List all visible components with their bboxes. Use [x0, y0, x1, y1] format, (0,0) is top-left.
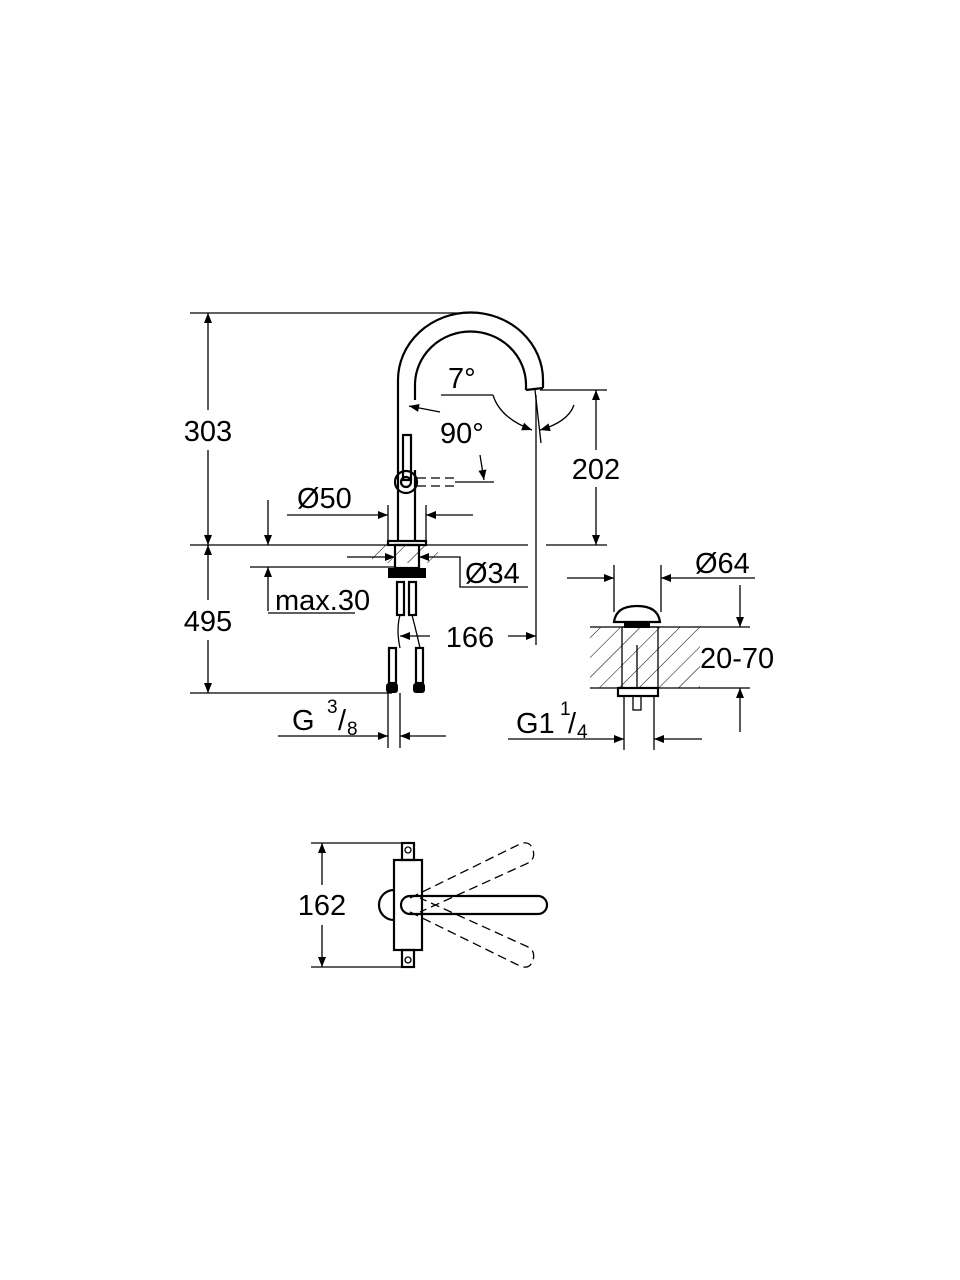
faucet-side-view: 303 495 7° 90° 202 166: [184, 311, 620, 748]
lever: [401, 433, 413, 482]
mount-tab-bottom: [400, 948, 416, 969]
hose: [411, 614, 421, 649]
hose: [397, 614, 401, 649]
lever-open-position: [417, 477, 455, 487]
lever-pivot: [393, 469, 419, 495]
dim-162-label: 162: [298, 890, 346, 922]
spout-outline: [377, 888, 395, 922]
top-view: 162: [298, 841, 549, 969]
basin-section-hatch: [590, 627, 700, 688]
drain-view: G1 1 / 4 Ø64 20-70: [508, 548, 774, 750]
threaded-stud: [395, 580, 406, 617]
dim-diameter-64-label: Ø64: [695, 548, 750, 580]
mounting-nut: [388, 568, 426, 578]
lever-alt-position-down: [409, 897, 535, 968]
drain-cap: [612, 604, 662, 624]
spout-outer: [396, 311, 545, 540]
deck-section-hatch: [372, 545, 438, 563]
lever-alt-position-up: [409, 842, 535, 913]
dim-max30-label: max.30: [275, 585, 370, 617]
dim-diameter-50-label: Ø50: [297, 483, 352, 515]
hose-nut: [386, 683, 398, 693]
base-plate-top: [392, 858, 424, 952]
dim-202-label: 202: [572, 454, 620, 486]
dim-diameter-34-label: Ø34: [465, 558, 520, 590]
drain-stem: [632, 695, 642, 711]
angle-arc-7: [492, 394, 533, 431]
drain-collar: [624, 622, 650, 628]
hose-end: [387, 646, 398, 685]
thread-g1-label: G1: [516, 708, 555, 740]
leader-arrow: [478, 454, 487, 481]
dim-303-label: 303: [184, 416, 232, 448]
mount-hole: [404, 846, 412, 854]
thread-numerator: 3: [327, 697, 338, 718]
thread-slash: /: [338, 705, 347, 737]
aerator: [525, 386, 544, 392]
drain-nut: [616, 686, 660, 698]
angle-7-label: 7°: [448, 363, 476, 395]
spout-inner: [413, 330, 528, 400]
thread-denominator: 4: [577, 722, 588, 743]
lever-pivot-inner: [399, 475, 413, 489]
hose-nut: [413, 683, 425, 693]
angle-arc-7: [539, 404, 575, 432]
mount-tab-top: [400, 841, 416, 862]
mount-hole: [404, 956, 412, 964]
thread-denominator: 8: [347, 719, 358, 740]
thread-numerator: 1: [560, 699, 571, 720]
leader-arrow: [408, 403, 441, 413]
angle-90-label: 90°: [440, 418, 484, 450]
leader-34: [452, 556, 528, 588]
dim-20-70-label: 20-70: [700, 643, 774, 675]
lever-top: [399, 894, 549, 916]
dim-166-label: 166: [446, 622, 494, 654]
thread-g-label: G: [292, 705, 315, 737]
hose-end: [414, 646, 425, 685]
dim-495-label: 495: [184, 606, 232, 638]
threaded-stud: [407, 580, 418, 617]
thread-slash: /: [568, 708, 577, 740]
